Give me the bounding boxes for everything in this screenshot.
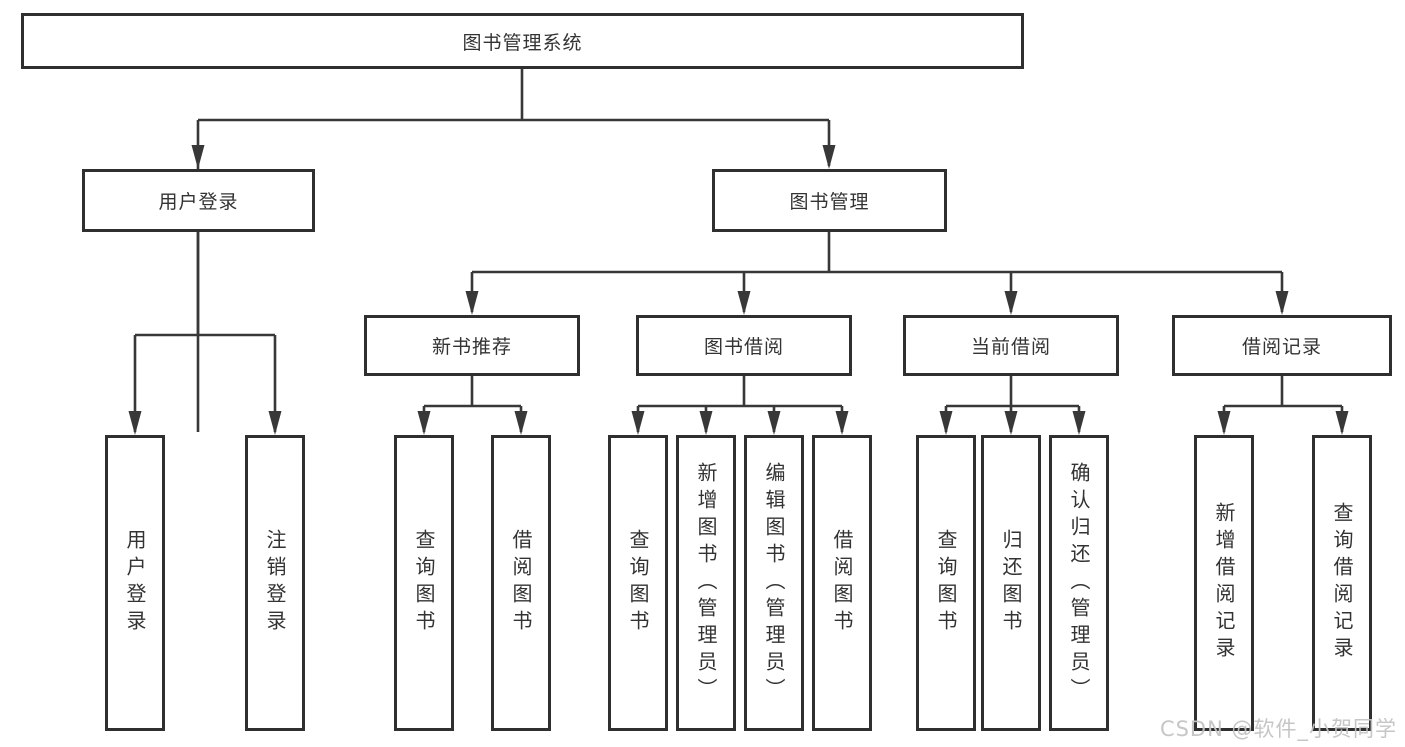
node-label: 新增借阅记录: [1212, 502, 1236, 664]
edge-newbookrec-children: [422, 376, 523, 432]
arrowhead: [1275, 291, 1289, 315]
leaf-query-borrow-record: 查询借阅记录: [1312, 435, 1372, 731]
node-label: 编辑图书（管理员）: [762, 461, 786, 705]
edge-currentborrow-children: [944, 376, 1081, 432]
arrowhead: [699, 411, 713, 435]
node-user-login: 用户登录: [82, 169, 315, 232]
edge-userlogin-children: [133, 232, 277, 432]
node-label: 新书推荐: [431, 336, 512, 358]
node-label: 确认归还（管理员）: [1067, 461, 1091, 705]
watermark: CSDN @软件_小贺同学: [1159, 717, 1397, 741]
node-new-book-rec: 新书推荐: [364, 315, 580, 376]
node-label: 借阅记录: [1241, 336, 1322, 358]
node-label: 查询图书: [934, 529, 958, 637]
node-label: 查询图书: [626, 529, 650, 637]
node-label: 借阅图书: [830, 529, 854, 637]
edge-root-to-level2: [196, 69, 831, 432]
node-label: 新增图书（管理员）: [694, 461, 718, 705]
arrowhead: [417, 411, 431, 435]
leaf-user-login: 用户登录: [105, 435, 165, 731]
arrowhead: [737, 291, 751, 315]
arrowhead: [767, 411, 781, 435]
node-label: 图书借阅: [703, 336, 784, 358]
arrowhead: [1004, 411, 1018, 435]
node-label: 查询图书: [412, 529, 436, 637]
node-label: 图书管理: [789, 191, 870, 213]
node-label: 图书管理系统: [462, 31, 583, 54]
node-root: 图书管理系统: [21, 13, 1024, 69]
leaf-borrow-books-borrow: 借阅图书: [812, 435, 872, 731]
node-label: 用户登录: [123, 529, 147, 637]
node-label: 查询借阅记录: [1330, 502, 1354, 664]
leaf-borrow-books-rec: 借阅图书: [491, 435, 551, 731]
node-label: 当前借阅: [970, 336, 1051, 358]
arrowhead: [631, 411, 645, 435]
node-current-borrow: 当前借阅: [903, 315, 1119, 376]
node-label: 用户登录: [158, 191, 239, 213]
arrowhead: [1004, 291, 1018, 315]
node-label: 借阅图书: [509, 529, 533, 637]
arrowhead: [128, 411, 142, 435]
arrowhead: [465, 291, 479, 315]
arrowhead: [268, 411, 282, 435]
edge-bookborrow-children: [636, 376, 844, 432]
leaf-add-borrow-record: 新增借阅记录: [1194, 435, 1254, 731]
leaf-logout-login: 注销登录: [245, 435, 305, 731]
node-label: 注销登录: [263, 529, 287, 637]
arrowhead: [1217, 411, 1231, 435]
leaf-query-books-current: 查询图书: [916, 435, 976, 731]
arrowhead: [1335, 411, 1349, 435]
arrowhead: [1072, 411, 1086, 435]
edge-bookmgmt-children: [470, 232, 1284, 312]
arrowhead: [822, 145, 836, 169]
edge-borrowrecords-children: [1222, 376, 1344, 432]
leaf-query-books-borrow: 查询图书: [608, 435, 668, 731]
node-borrow-records: 借阅记录: [1172, 315, 1392, 376]
arrowhead: [939, 411, 953, 435]
node-label: 归还图书: [999, 529, 1023, 637]
node-book-mgmt: 图书管理: [712, 169, 947, 232]
node-book-borrow: 图书借阅: [636, 315, 852, 376]
leaf-query-books-rec: 查询图书: [394, 435, 454, 731]
leaf-return-book: 归还图书: [981, 435, 1041, 731]
leaf-add-book-admin: 新增图书（管理员）: [676, 435, 736, 731]
arrowhead: [514, 411, 528, 435]
arrowhead: [835, 411, 849, 435]
leaf-edit-book-admin: 编辑图书（管理员）: [744, 435, 804, 731]
arrowhead: [191, 145, 205, 169]
leaf-confirm-return-admin: 确认归还（管理员）: [1049, 435, 1109, 731]
